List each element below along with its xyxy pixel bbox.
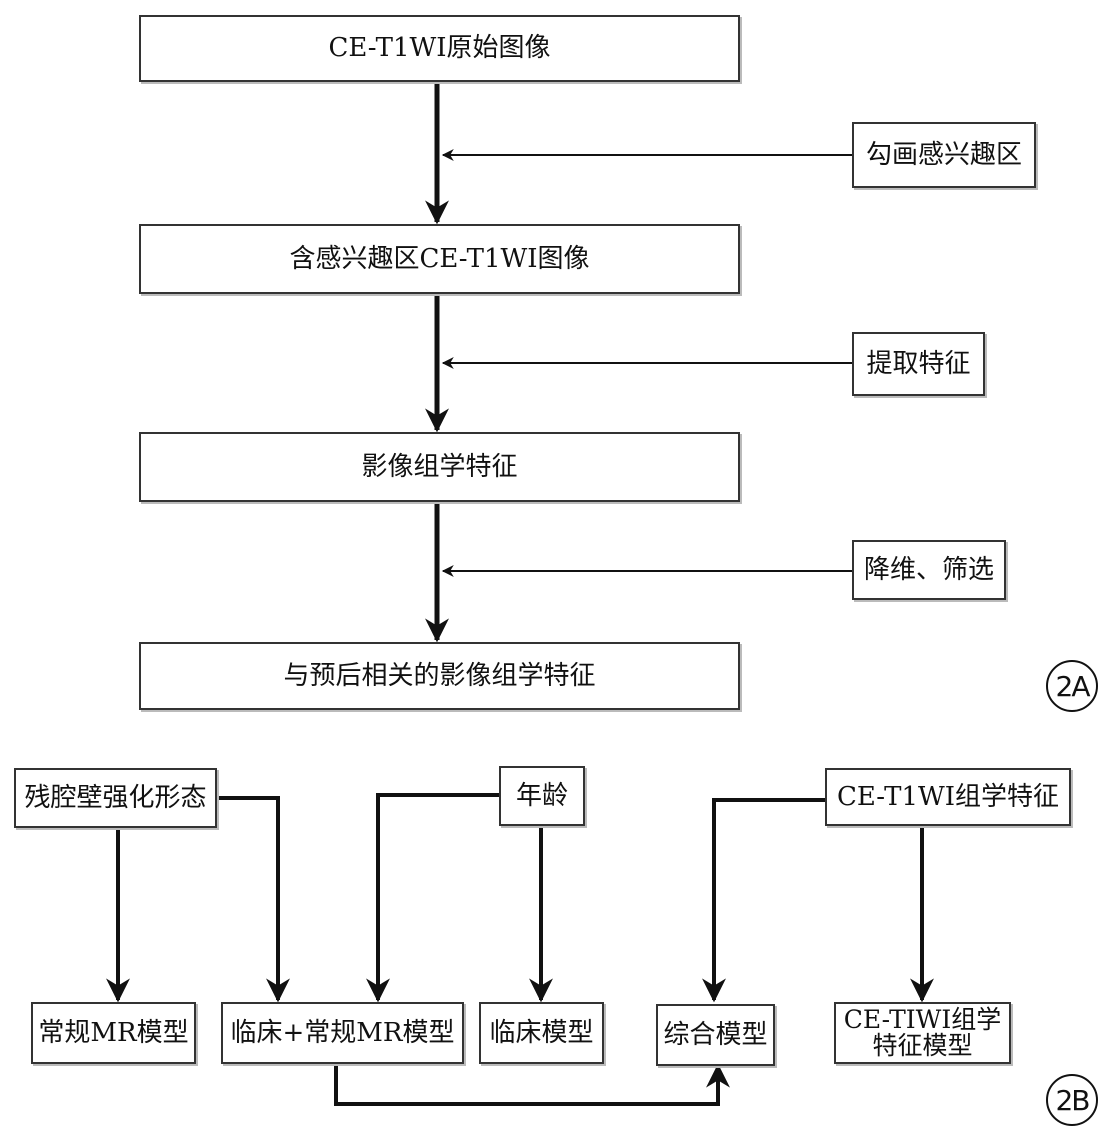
step-prognostic-features: 与预后相关的影像组学特征 <box>139 642 740 710</box>
panel-label-2a: 2A <box>1046 660 1098 712</box>
input-radiomics-label: CE-T1WI组学特征 <box>836 781 1060 812</box>
side-step-reduce-select: 降维、筛选 <box>852 540 1006 600</box>
input-morphology: 残腔壁强化形态 <box>14 768 217 828</box>
model-clinical-label: 临床模型 <box>489 1017 594 1048</box>
step-prognostic-features-label: 与预后相关的影像组学特征 <box>283 660 596 691</box>
input-radiomics: CE-T1WI组学特征 <box>825 768 1071 826</box>
step-roi-image-label: 含感兴趣区CE-T1WI图像 <box>289 243 590 274</box>
model-combined: 综合模型 <box>656 1004 775 1066</box>
model-conventional: 常规MR模型 <box>31 1002 196 1064</box>
step-roi-image: 含感兴趣区CE-T1WI图像 <box>139 224 740 294</box>
input-morphology-label: 残腔壁强化形态 <box>24 782 207 813</box>
arrow-age-clinical-conventional <box>366 793 500 1003</box>
side-step-extract-features-label: 提取特征 <box>866 348 971 379</box>
side-step-draw-roi: 勾画感兴趣区 <box>852 122 1036 188</box>
side-step-draw-roi-label: 勾画感兴趣区 <box>865 139 1022 170</box>
model-radiomics-label-line2: 特征模型 <box>872 1031 973 1060</box>
step-radiomics-features-label: 影像组学特征 <box>361 451 518 482</box>
arrow-radiomics-combined <box>702 798 826 1003</box>
model-clinical: 临床模型 <box>479 1002 604 1064</box>
input-age: 年龄 <box>499 766 585 826</box>
panel-label-2b: 2B <box>1046 1074 1098 1126</box>
arrow-morph-clinical-conventional <box>216 796 290 1003</box>
step-radiomics-features: 影像组学特征 <box>139 432 740 502</box>
step-raw-image-label: CE-T1WI原始图像 <box>328 33 551 64</box>
model-clinical-conventional: 临床+常规MR模型 <box>221 1002 464 1064</box>
model-clinical-conventional-label: 临床+常规MR模型 <box>230 1017 455 1048</box>
model-radiomics: CE-TIWI组学 特征模型 <box>834 1002 1011 1064</box>
step-raw-image: CE-T1WI原始图像 <box>139 15 740 82</box>
model-conventional-label: 常规MR模型 <box>38 1017 189 1048</box>
side-step-reduce-select-label: 降维、筛选 <box>863 554 994 585</box>
model-radiomics-label-line1: CE-TIWI组学 <box>843 1004 1002 1034</box>
model-combined-label: 综合模型 <box>663 1019 768 1050</box>
input-age-label: 年龄 <box>515 780 568 811</box>
side-step-extract-features: 提取特征 <box>852 332 985 396</box>
arrow-clinical-conventional-combined <box>334 1063 730 1106</box>
